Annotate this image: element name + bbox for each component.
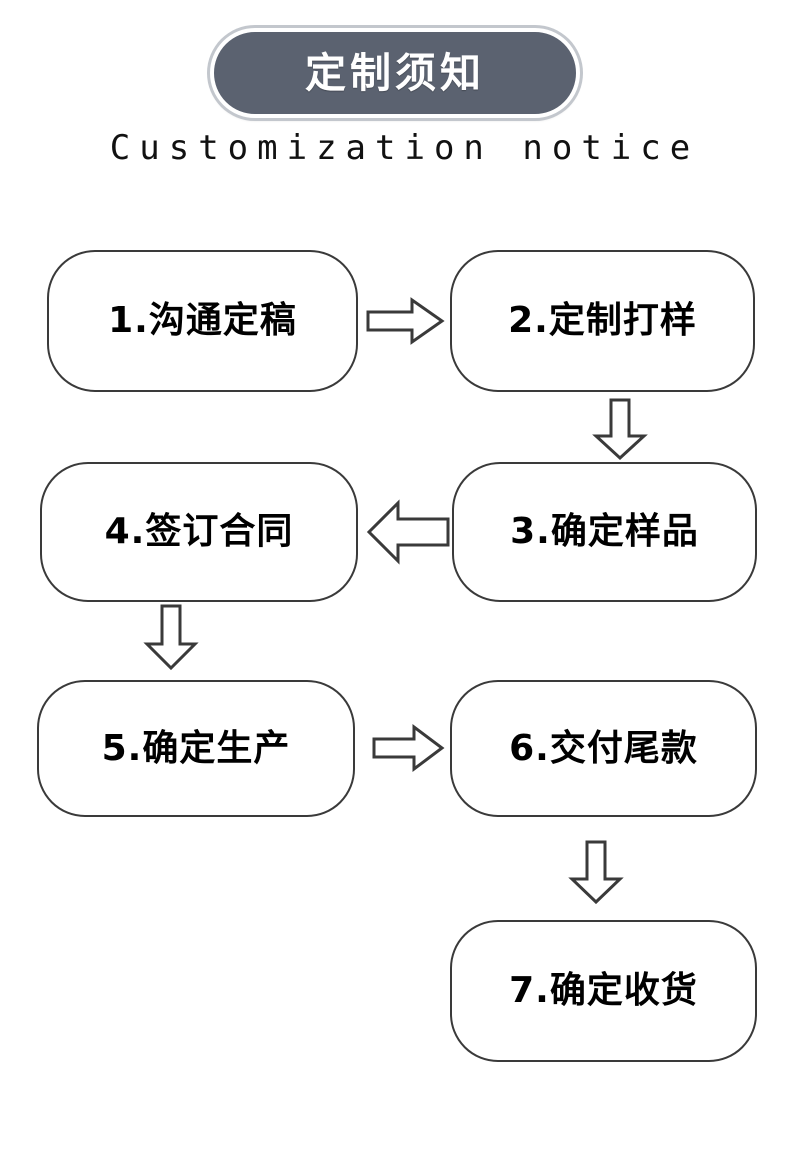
flow-node-label: 7.确定收货 [509, 970, 698, 1011]
arrow-down-icon [592, 398, 648, 461]
flow-node-4: 4.签订合同 [40, 462, 358, 602]
flow-node-label: 5.确定生产 [101, 727, 291, 769]
flow-node-label: 1.沟通定稿 [108, 300, 297, 341]
header-section: 定制须知 Customization notice [0, 0, 800, 200]
flow-node-label: 6.交付尾款 [509, 727, 698, 769]
flow-node-label: 3.确定样品 [510, 511, 699, 552]
arrow-right-icon [372, 724, 445, 772]
arrow-right-icon [366, 297, 445, 345]
flow-node-1: 1.沟通定稿 [47, 250, 358, 392]
flow-node-3: 3.确定样品 [452, 462, 757, 602]
flow-node-5: 5.确定生产 [37, 680, 355, 817]
flow-node-label: 2.定制打样 [508, 300, 697, 341]
flow-node-label: 4.签订合同 [104, 511, 294, 552]
flow-node-2: 2.定制打样 [450, 250, 755, 392]
title-badge: 定制须知 [210, 28, 580, 118]
page-title: 定制须知 [305, 48, 485, 97]
arrow-left-icon [366, 499, 450, 565]
flow-node-6: 6.交付尾款 [450, 680, 757, 817]
arrow-down-icon [143, 604, 199, 671]
flow-node-7: 7.确定收货 [450, 920, 757, 1062]
page-subtitle: Customization notice [109, 128, 700, 168]
arrow-down-icon [568, 840, 624, 905]
